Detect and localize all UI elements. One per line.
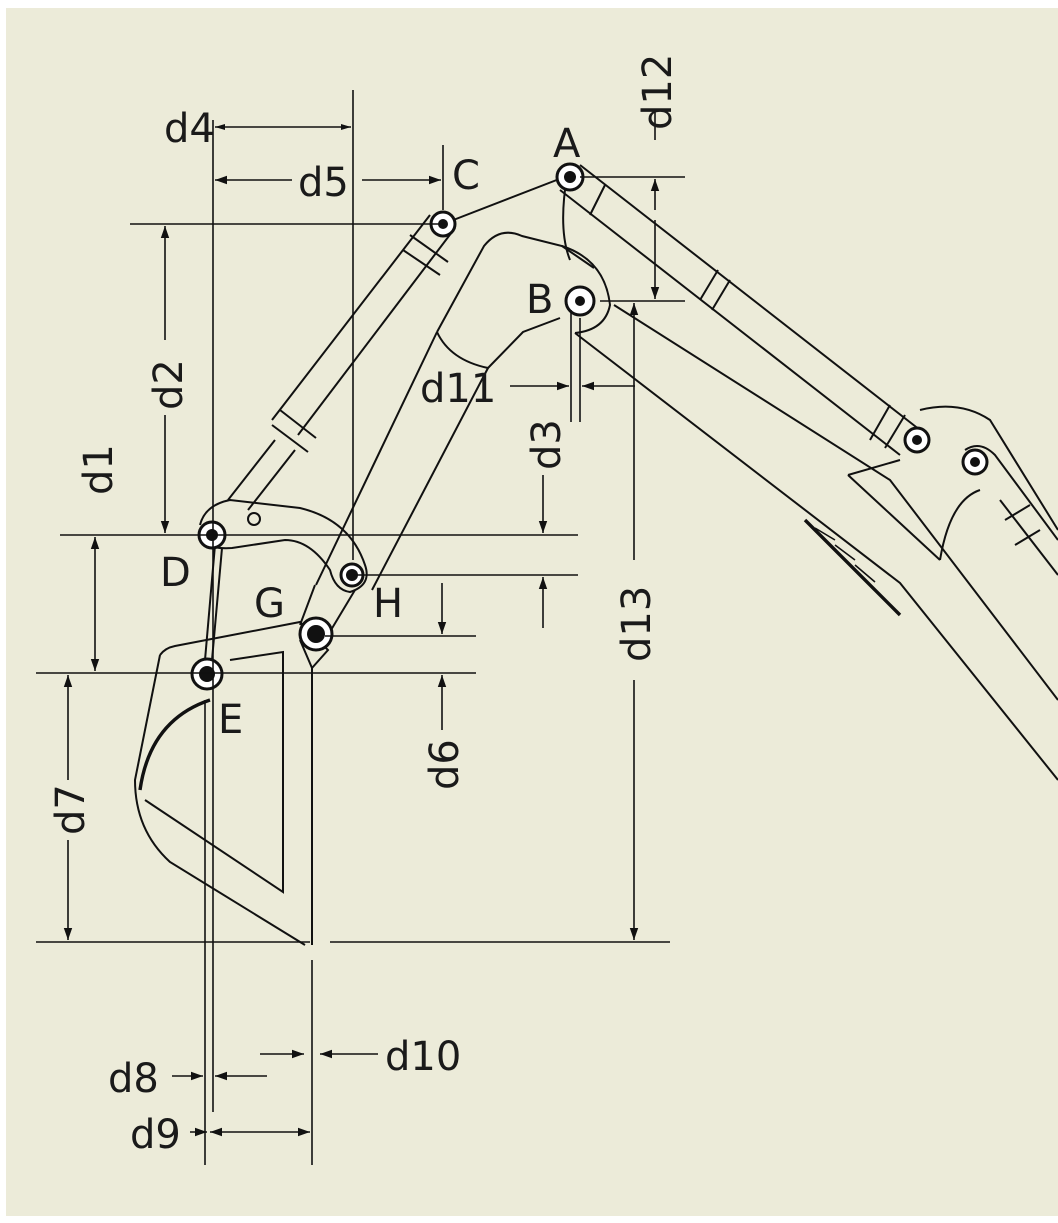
dim-label-d5: d5 [298,160,349,206]
label-D: D [160,550,191,596]
boom-cylinder [559,164,921,456]
pin-G [298,616,334,652]
dim-label-d10: d10 [385,1034,461,1080]
drawing-sheet [6,8,1058,1216]
label-B: B [526,277,553,323]
dimension-labels: d4 d5 d2 d1 d7 d12 d13 d3 d6 d11 d8 d10 … [48,54,681,1158]
arm-cylinder [227,214,456,511]
label-H: H [373,581,403,627]
pin-H [339,562,365,588]
dim-label-d4: d4 [164,106,215,152]
pin-A [555,162,585,192]
dim-label-d2: d2 [146,359,192,410]
pin-E [190,657,224,691]
pin-second-cyl [961,448,989,476]
dim-label-d13: d13 [614,586,660,662]
label-E: E [218,697,243,743]
extension-lines [36,90,685,1165]
dimension-arrows [63,110,660,1137]
dim-label-d8: d8 [108,1056,159,1102]
pins [190,162,989,691]
dim-label-d12: d12 [635,54,681,130]
pin-B [564,285,596,317]
label-C: C [452,153,480,199]
point-labels: A B C D E G H [160,121,581,743]
label-A: A [553,121,581,167]
dim-label-d9: d9 [130,1112,181,1158]
dim-label-d6: d6 [422,739,468,790]
dim-label-d1: d1 [76,444,122,495]
dim-label-d11: d11 [420,366,496,412]
pin-boom-cyl-end [903,426,931,454]
label-G: G [254,581,285,627]
boom [436,231,1058,781]
dim-label-d3: d3 [524,419,570,470]
dim-label-d7: d7 [48,784,94,835]
bucket [133,620,330,946]
